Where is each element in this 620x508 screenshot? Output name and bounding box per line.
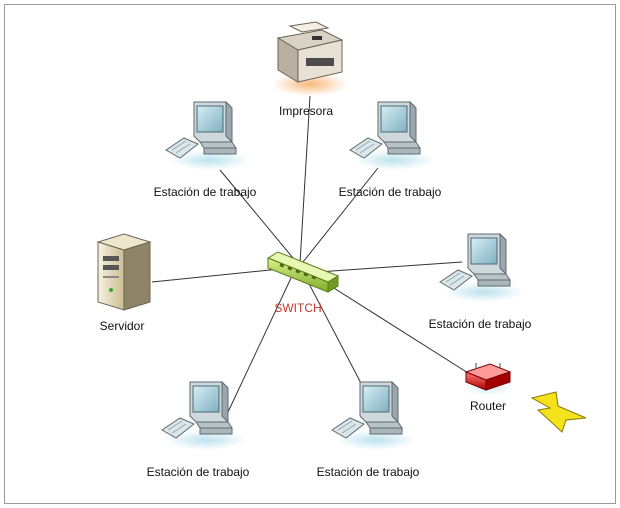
link-workstation-top-left	[219, 169, 299, 265]
workstation-top-left-icon	[165, 101, 251, 171]
link-router	[317, 277, 477, 379]
link-lines	[151, 95, 477, 413]
link-server	[151, 267, 291, 283]
workstation-bottom-left-label: Estación de trabajo	[147, 465, 250, 479]
workstation-right-icon	[439, 233, 525, 303]
workstation-right-label: Estación de trabajo	[429, 317, 532, 331]
link-workstation-bottom-left	[227, 275, 293, 413]
workstation-top-left-label: Estación de trabajo	[154, 185, 257, 199]
link-workstation-top-right	[302, 167, 379, 263]
switch-label: SWITCH	[274, 301, 321, 315]
link-printer	[299, 95, 311, 264]
server-label: Servidor	[100, 319, 145, 333]
workstation-bottom-mid-label: Estación de trabajo	[317, 465, 420, 479]
workstation-top-right-label: Estación de trabajo	[339, 185, 442, 199]
server-icon	[96, 233, 152, 311]
workstation-bottom-left-icon	[161, 381, 247, 451]
switch-icon	[266, 251, 340, 293]
lightning-icon	[530, 391, 587, 433]
workstation-bottom-mid-icon	[331, 381, 417, 451]
router-icon	[462, 363, 514, 396]
printer-label: Impresora	[279, 104, 333, 118]
workstation-top-right-icon	[349, 101, 435, 171]
printer-icon	[272, 21, 348, 96]
router-label: Router	[470, 399, 506, 413]
link-workstation-right	[317, 261, 463, 273]
